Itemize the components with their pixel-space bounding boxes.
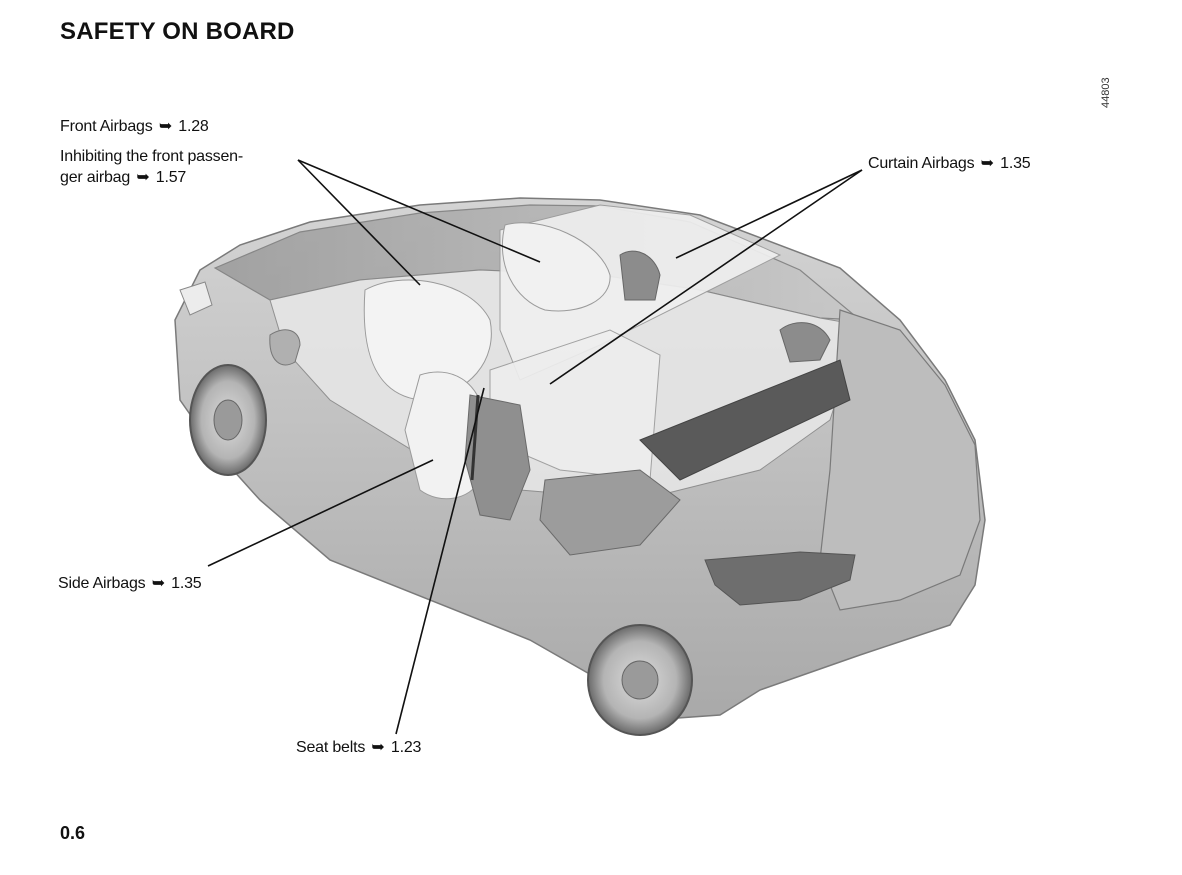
label-text-line2: ger airbag ➥ 1.57: [60, 167, 243, 188]
label-text: Curtain Airbags: [868, 155, 975, 172]
leader-front-airbag-driver: [297, 159, 541, 263]
rear-seat: [539, 469, 681, 556]
label-side-airbags: Side Airbags ➥ 1.35: [58, 573, 202, 594]
label-seat-belts: Seat belts ➥ 1.23: [296, 737, 421, 758]
page-ref: 1.57: [155, 169, 187, 186]
rear-headrest-2: [779, 322, 831, 363]
leader-front-airbag-passenger: [297, 159, 421, 286]
page-ref: 1.23: [390, 739, 422, 756]
leader-lines: [207, 159, 863, 735]
label-front-airbags: Front Airbags ➥ 1.28: [60, 116, 209, 137]
arrow-right-icon: ➥: [158, 118, 173, 135]
car-taillight: [704, 551, 856, 606]
page-ref: 1.28: [178, 118, 209, 135]
leader-curtain-lower: [549, 169, 863, 385]
arrow-right-icon: ➥: [136, 169, 150, 186]
page-ref: 1.35: [171, 575, 202, 592]
rear-wheel-hub: [621, 660, 659, 700]
label-text: Front Airbags: [60, 118, 153, 135]
front-airbag-driver: [501, 222, 611, 312]
front-airbag-passenger: [363, 279, 492, 401]
headlight: [179, 281, 213, 316]
arrow-right-icon: ➥: [980, 155, 994, 172]
label-curtain-airbags: Curtain Airbags ➥ 1.35: [868, 153, 1031, 174]
label-text: Side Airbags: [58, 575, 146, 592]
car-tailgate: [819, 309, 981, 611]
front-wheel-hub: [213, 399, 243, 441]
side-mirror: [269, 329, 301, 366]
page-ref: 1.35: [1000, 155, 1031, 172]
label-text-line1: Inhibiting the front passen-: [60, 148, 243, 165]
label-text: Seat belts: [296, 739, 366, 756]
label-text: ger airbag: [60, 169, 131, 186]
arrow-right-icon: ➥: [371, 739, 385, 756]
page-number: 0.6: [60, 823, 86, 843]
leader-seat-belt: [395, 387, 485, 735]
rear-bench-back: [639, 359, 851, 481]
page-title: SAFETY ON BOARD: [60, 18, 295, 45]
seat-belt-strap: [470, 394, 480, 481]
leader-curtain-upper: [675, 169, 863, 259]
rear-headrest: [619, 250, 661, 301]
label-inhibit-passenger-airbag: Inhibiting the front passen- ger airbag …: [60, 146, 243, 188]
arrow-right-icon: ➥: [151, 575, 165, 592]
leader-side-airbag: [207, 459, 434, 567]
